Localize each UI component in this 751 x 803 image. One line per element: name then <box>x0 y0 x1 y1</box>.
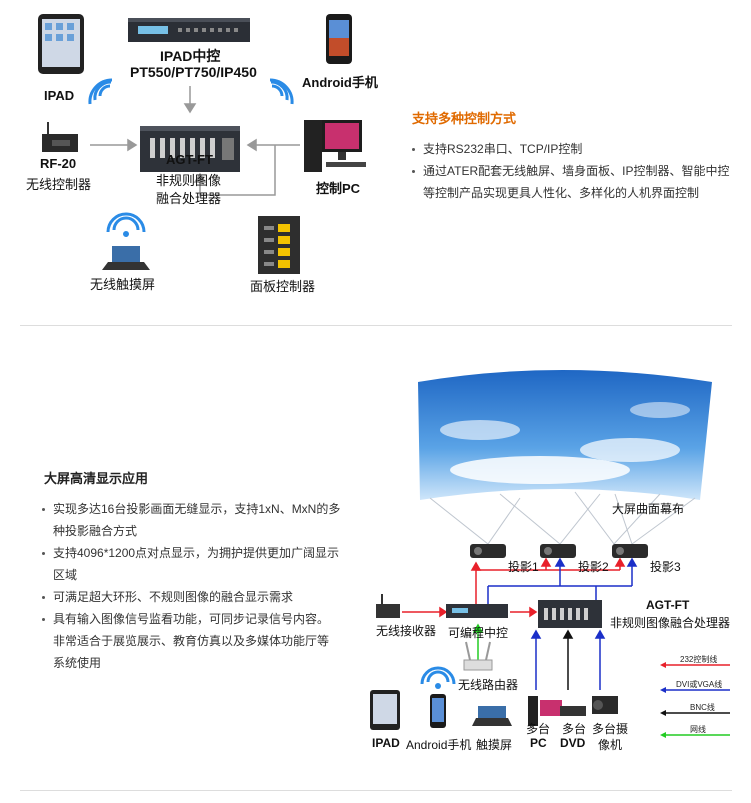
receiver-label: 无线接收器 <box>376 624 437 638</box>
arrow-panel-line <box>199 145 276 196</box>
processor-label: AGT-FT <box>166 152 213 167</box>
panel-device <box>258 216 300 274</box>
pc-device <box>304 120 366 172</box>
rf20-label: RF-20 <box>40 156 77 171</box>
legend-label-bnc: BNC线 <box>690 703 715 712</box>
touch-label: 触摸屏 <box>476 738 513 752</box>
section-divider <box>20 325 732 326</box>
projector-2 <box>540 544 576 558</box>
ipad-label: IPAD <box>372 736 400 750</box>
list-item: 实现多达16台投影画面无缝显示，支持1xN、MxN的多 <box>40 498 360 520</box>
rf20-device <box>42 122 78 152</box>
wifi-icon <box>420 666 456 685</box>
control-methods-list: 支持RS232串口、TCP/IP控制 通过ATER配套无线触屏、墙身面板、IP控… <box>410 138 740 204</box>
android-phone-device <box>430 694 446 728</box>
router-label: 无线路由器 <box>458 678 519 692</box>
wifi-left-icon <box>88 78 113 105</box>
top-control-diagram: IPAD IPAD中控 PT550/PT750/IP450 Android手机 … <box>0 0 400 310</box>
arrow-pc-head <box>246 138 257 152</box>
list-item-continuation: 区域 <box>53 568 78 582</box>
blending-system-diagram: 大屏曲面幕布 投影1 投影2 投影3 AGT-FT 非规则图像融合处理器 无线接… <box>360 360 751 760</box>
wifi-right-icon <box>269 78 294 105</box>
camera-device <box>592 696 618 714</box>
arrow-central-to-processor-head <box>183 103 197 114</box>
projector-3-label: 投影3 <box>650 560 681 574</box>
list-item: 具有输入图像信号监看功能，可同步记录信号内容。 <box>40 608 360 630</box>
list-item-continuation: 种投影融合方式 <box>53 524 138 538</box>
router-device <box>463 641 493 671</box>
android-phone-device <box>326 14 352 64</box>
processor-sub-label: 非规则图像融合处理器 <box>610 616 731 630</box>
processor-sub2-label: 融合处理器 <box>156 191 222 206</box>
pc-label-line1: 多台 <box>526 722 551 736</box>
list-item: 可满足超大环形、不规则图像的融合显示需求 <box>40 586 360 608</box>
legend-label-dvi: DVI或VGA线 <box>676 680 723 689</box>
screen-label: 大屏曲面幕布 <box>612 502 685 516</box>
ipad-device <box>38 14 84 74</box>
list-item: 支持RS232串口、TCP/IP控制 <box>410 138 740 160</box>
bnc-line <box>562 629 574 690</box>
controller-label: 可编程中控 <box>448 626 509 640</box>
wireless-touch-device <box>102 212 150 270</box>
dvd-label-line2: DVD <box>560 736 586 750</box>
processor-device <box>140 126 240 172</box>
ipad-device <box>370 690 400 730</box>
wireless-receiver-device <box>376 594 400 618</box>
blending-diagram-graphics <box>370 370 730 738</box>
programmable-controller-device <box>446 604 508 618</box>
projector-2-label: 投影2 <box>578 560 609 574</box>
list-item: 通过ATER配套无线触屏、墙身面板、IP控制器、智能中控 <box>410 160 740 182</box>
list-item: 支持4096*1200点对点显示，为拥护提供更加广阔显示 <box>40 542 360 564</box>
central-control-label: IPAD中控 <box>160 48 221 64</box>
legend-label-network: 网线 <box>690 725 706 734</box>
dvd-device <box>560 706 586 716</box>
pc-label-line2: PC <box>530 736 547 750</box>
legend <box>660 662 730 738</box>
projector-3 <box>612 544 648 558</box>
processor-sub1-label: 非规则图像 <box>156 173 222 188</box>
android-label: Android手机 <box>406 738 472 752</box>
android-label: Android手机 <box>302 75 378 90</box>
wireless-touch-label: 无线触摸屏 <box>90 277 156 292</box>
camera-label-line1: 多台摄 <box>592 722 629 736</box>
list-item-continuation: 系统使用 <box>53 656 102 670</box>
dvd-label-line1: 多台 <box>562 722 587 736</box>
large-screen-list: 实现多达16台投影画面无缝显示，支持1xN、MxN的多 种投影融合方式 支持40… <box>40 498 360 674</box>
arrow-rf20-head <box>127 138 138 152</box>
rs232-lines <box>402 557 626 618</box>
panel-label: 面板控制器 <box>250 279 316 294</box>
arrow-panel-head <box>193 172 207 183</box>
dvi-lines <box>487 557 638 690</box>
network-line <box>472 623 484 660</box>
pc-device <box>528 696 562 726</box>
camera-label-line2: 像机 <box>598 738 623 752</box>
control-methods-heading: 支持多种控制方式 <box>412 111 517 126</box>
rf20-sub-label: 无线控制器 <box>26 177 92 192</box>
legend-label-rs232: 232控制线 <box>680 655 718 664</box>
list-item-continuation: 等控制产品实现更具人性化、多样化的人机界面控制 <box>423 186 700 200</box>
projector-1 <box>470 544 506 558</box>
processor-label: AGT-FT <box>646 598 690 612</box>
top-diagram-graphics <box>38 14 366 274</box>
pc-label: 控制PC <box>316 181 361 196</box>
curved-screen-image <box>418 370 712 500</box>
projector-1-label: 投影1 <box>508 560 539 574</box>
bottom-divider <box>20 790 732 791</box>
central-control-models: PT550/PT750/IP450 <box>130 64 257 80</box>
ipad-label: IPAD <box>44 88 75 103</box>
touch-screen-device <box>472 706 512 726</box>
list-item-continuation: 非常适合于展览展示、教育仿真以及多媒体功能厅等 <box>53 634 330 648</box>
central-control-device <box>128 18 250 42</box>
large-screen-heading: 大屏高清显示应用 <box>44 471 149 486</box>
blending-processor-device <box>538 600 602 628</box>
